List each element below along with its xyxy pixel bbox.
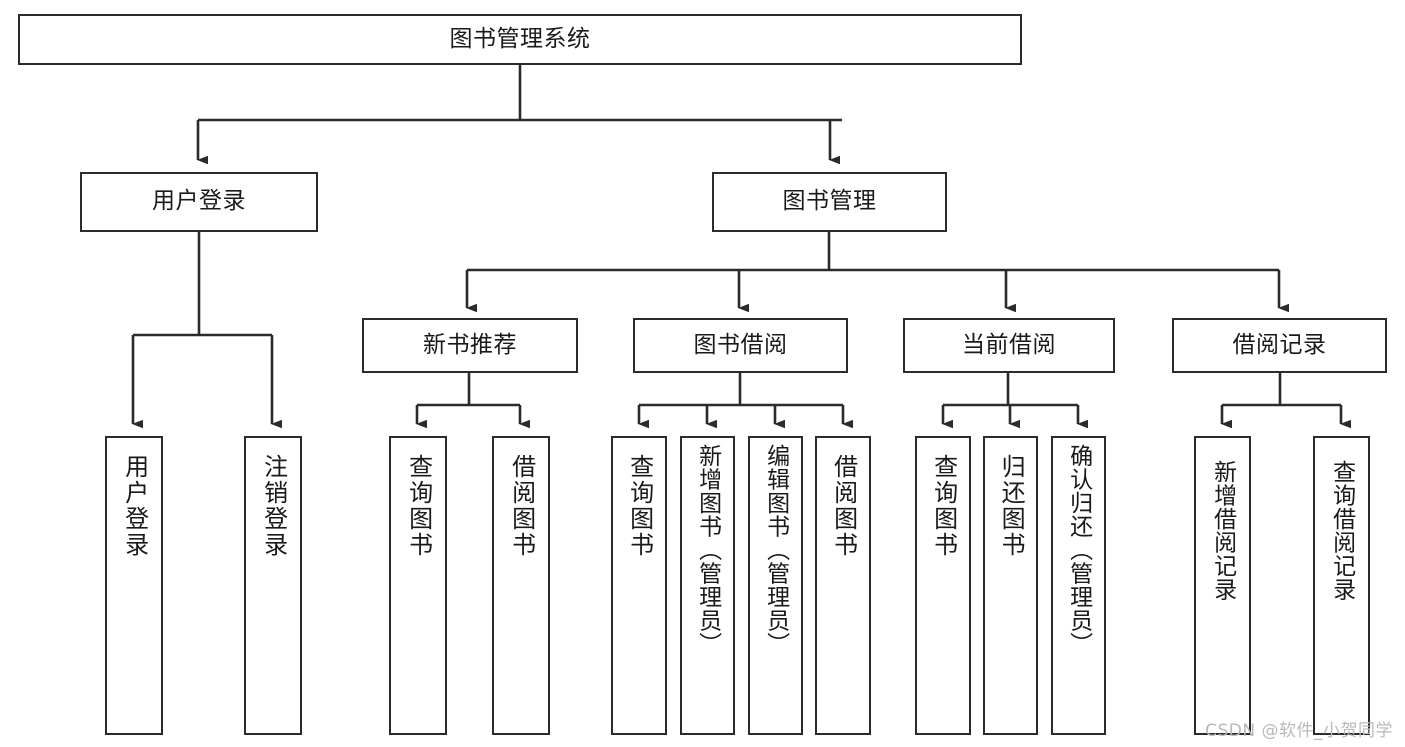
node-leaf-return-book[interactable]: 归还图书 bbox=[983, 436, 1038, 735]
node-leaf-edit-book[interactable]: 编辑图书（管理员） bbox=[748, 436, 803, 735]
node-leaf-borrow-book-2-label: 借阅图书 bbox=[829, 454, 858, 558]
node-leaf-borrow-book-1[interactable]: 借阅图书 bbox=[492, 436, 550, 735]
node-leaf-logout-login-label: 注销登录 bbox=[259, 454, 288, 558]
node-leaf-add-borrow-record-label: 新增借阅记录 bbox=[1209, 460, 1236, 601]
node-leaf-query-book-3-label: 查询图书 bbox=[929, 454, 958, 558]
node-leaf-query-book-1-label: 查询图书 bbox=[404, 454, 433, 558]
csdn-watermark: CSDN @软件_小贺同学 bbox=[1205, 721, 1393, 741]
node-borrow-record[interactable]: 借阅记录 bbox=[1172, 318, 1387, 373]
node-book-borrow-label: 图书借阅 bbox=[693, 331, 788, 358]
node-leaf-confirm-return-label: 确认归还（管理员） bbox=[1065, 444, 1092, 656]
node-book-borrow[interactable]: 图书借阅 bbox=[633, 318, 848, 373]
node-new-book-recommend-label: 新书推荐 bbox=[423, 331, 517, 358]
node-leaf-query-book-2[interactable]: 查询图书 bbox=[611, 436, 667, 735]
node-leaf-logout-login[interactable]: 注销登录 bbox=[244, 436, 302, 735]
node-current-borrow-label: 当前借阅 bbox=[962, 331, 1056, 358]
node-book-management[interactable]: 图书管理 bbox=[712, 172, 947, 232]
node-leaf-query-book-1[interactable]: 查询图书 bbox=[389, 436, 447, 735]
node-new-book-recommend[interactable]: 新书推荐 bbox=[362, 318, 578, 373]
node-leaf-edit-book-label: 编辑图书（管理员） bbox=[762, 444, 789, 656]
node-leaf-confirm-return[interactable]: 确认归还（管理员） bbox=[1051, 436, 1106, 735]
node-leaf-add-borrow-record[interactable]: 新增借阅记录 bbox=[1194, 436, 1251, 735]
node-user-login-label: 用户登录 bbox=[152, 188, 246, 215]
node-root[interactable]: 图书管理系统 bbox=[18, 14, 1022, 65]
node-current-borrow[interactable]: 当前借阅 bbox=[903, 318, 1115, 373]
node-leaf-query-borrow-record[interactable]: 查询借阅记录 bbox=[1313, 436, 1370, 735]
node-root-label: 图书管理系统 bbox=[449, 25, 591, 52]
node-book-management-label: 图书管理 bbox=[782, 188, 877, 215]
node-leaf-query-book-2-label: 查询图书 bbox=[625, 454, 654, 558]
node-leaf-return-book-label: 归还图书 bbox=[997, 454, 1026, 558]
node-borrow-record-label: 借阅记录 bbox=[1232, 331, 1327, 358]
node-leaf-query-borrow-record-label: 查询借阅记录 bbox=[1328, 460, 1355, 601]
node-leaf-add-book-label: 新增图书（管理员） bbox=[694, 444, 721, 656]
node-user-login[interactable]: 用户登录 bbox=[80, 172, 318, 232]
node-leaf-add-book[interactable]: 新增图书（管理员） bbox=[680, 436, 735, 735]
node-leaf-borrow-book-2[interactable]: 借阅图书 bbox=[815, 436, 871, 735]
node-leaf-user-login-label: 用户登录 bbox=[120, 454, 149, 558]
node-leaf-query-book-3[interactable]: 查询图书 bbox=[915, 436, 971, 735]
node-leaf-user-login[interactable]: 用户登录 bbox=[105, 436, 163, 735]
node-leaf-borrow-book-1-label: 借阅图书 bbox=[507, 454, 536, 558]
